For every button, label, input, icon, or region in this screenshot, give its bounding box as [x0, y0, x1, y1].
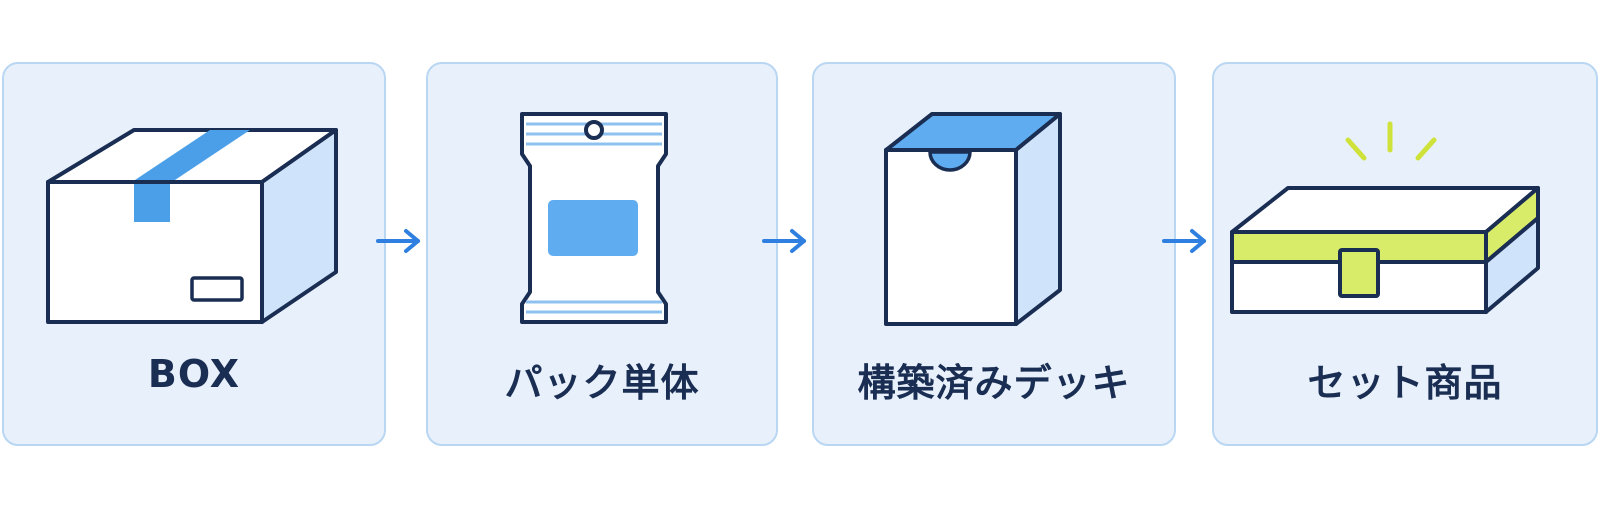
gift-set-box-icon: [1230, 121, 1540, 314]
cardboard-box-icon: [46, 128, 338, 324]
deck-box-icon: [884, 112, 1062, 326]
step-card-deck: 構築済みデッキ: [812, 62, 1176, 446]
step-label-set: セット商品: [1307, 361, 1503, 405]
step-card-box: BOX: [2, 62, 386, 446]
arrow-right-icon: [376, 229, 420, 253]
arrow-right-icon: [1162, 229, 1206, 253]
step-label-box: BOX: [147, 352, 241, 396]
booster-pack-icon: [520, 112, 668, 324]
step-label-deck: 構築済みデッキ: [857, 361, 1131, 405]
sparkle-icon: [1345, 121, 1437, 161]
arrow-right-icon: [762, 229, 806, 253]
step-card-set: セット商品: [1212, 62, 1598, 446]
step-card-pack: パック単体: [426, 62, 778, 446]
step-label-pack: パック単体: [504, 361, 700, 405]
